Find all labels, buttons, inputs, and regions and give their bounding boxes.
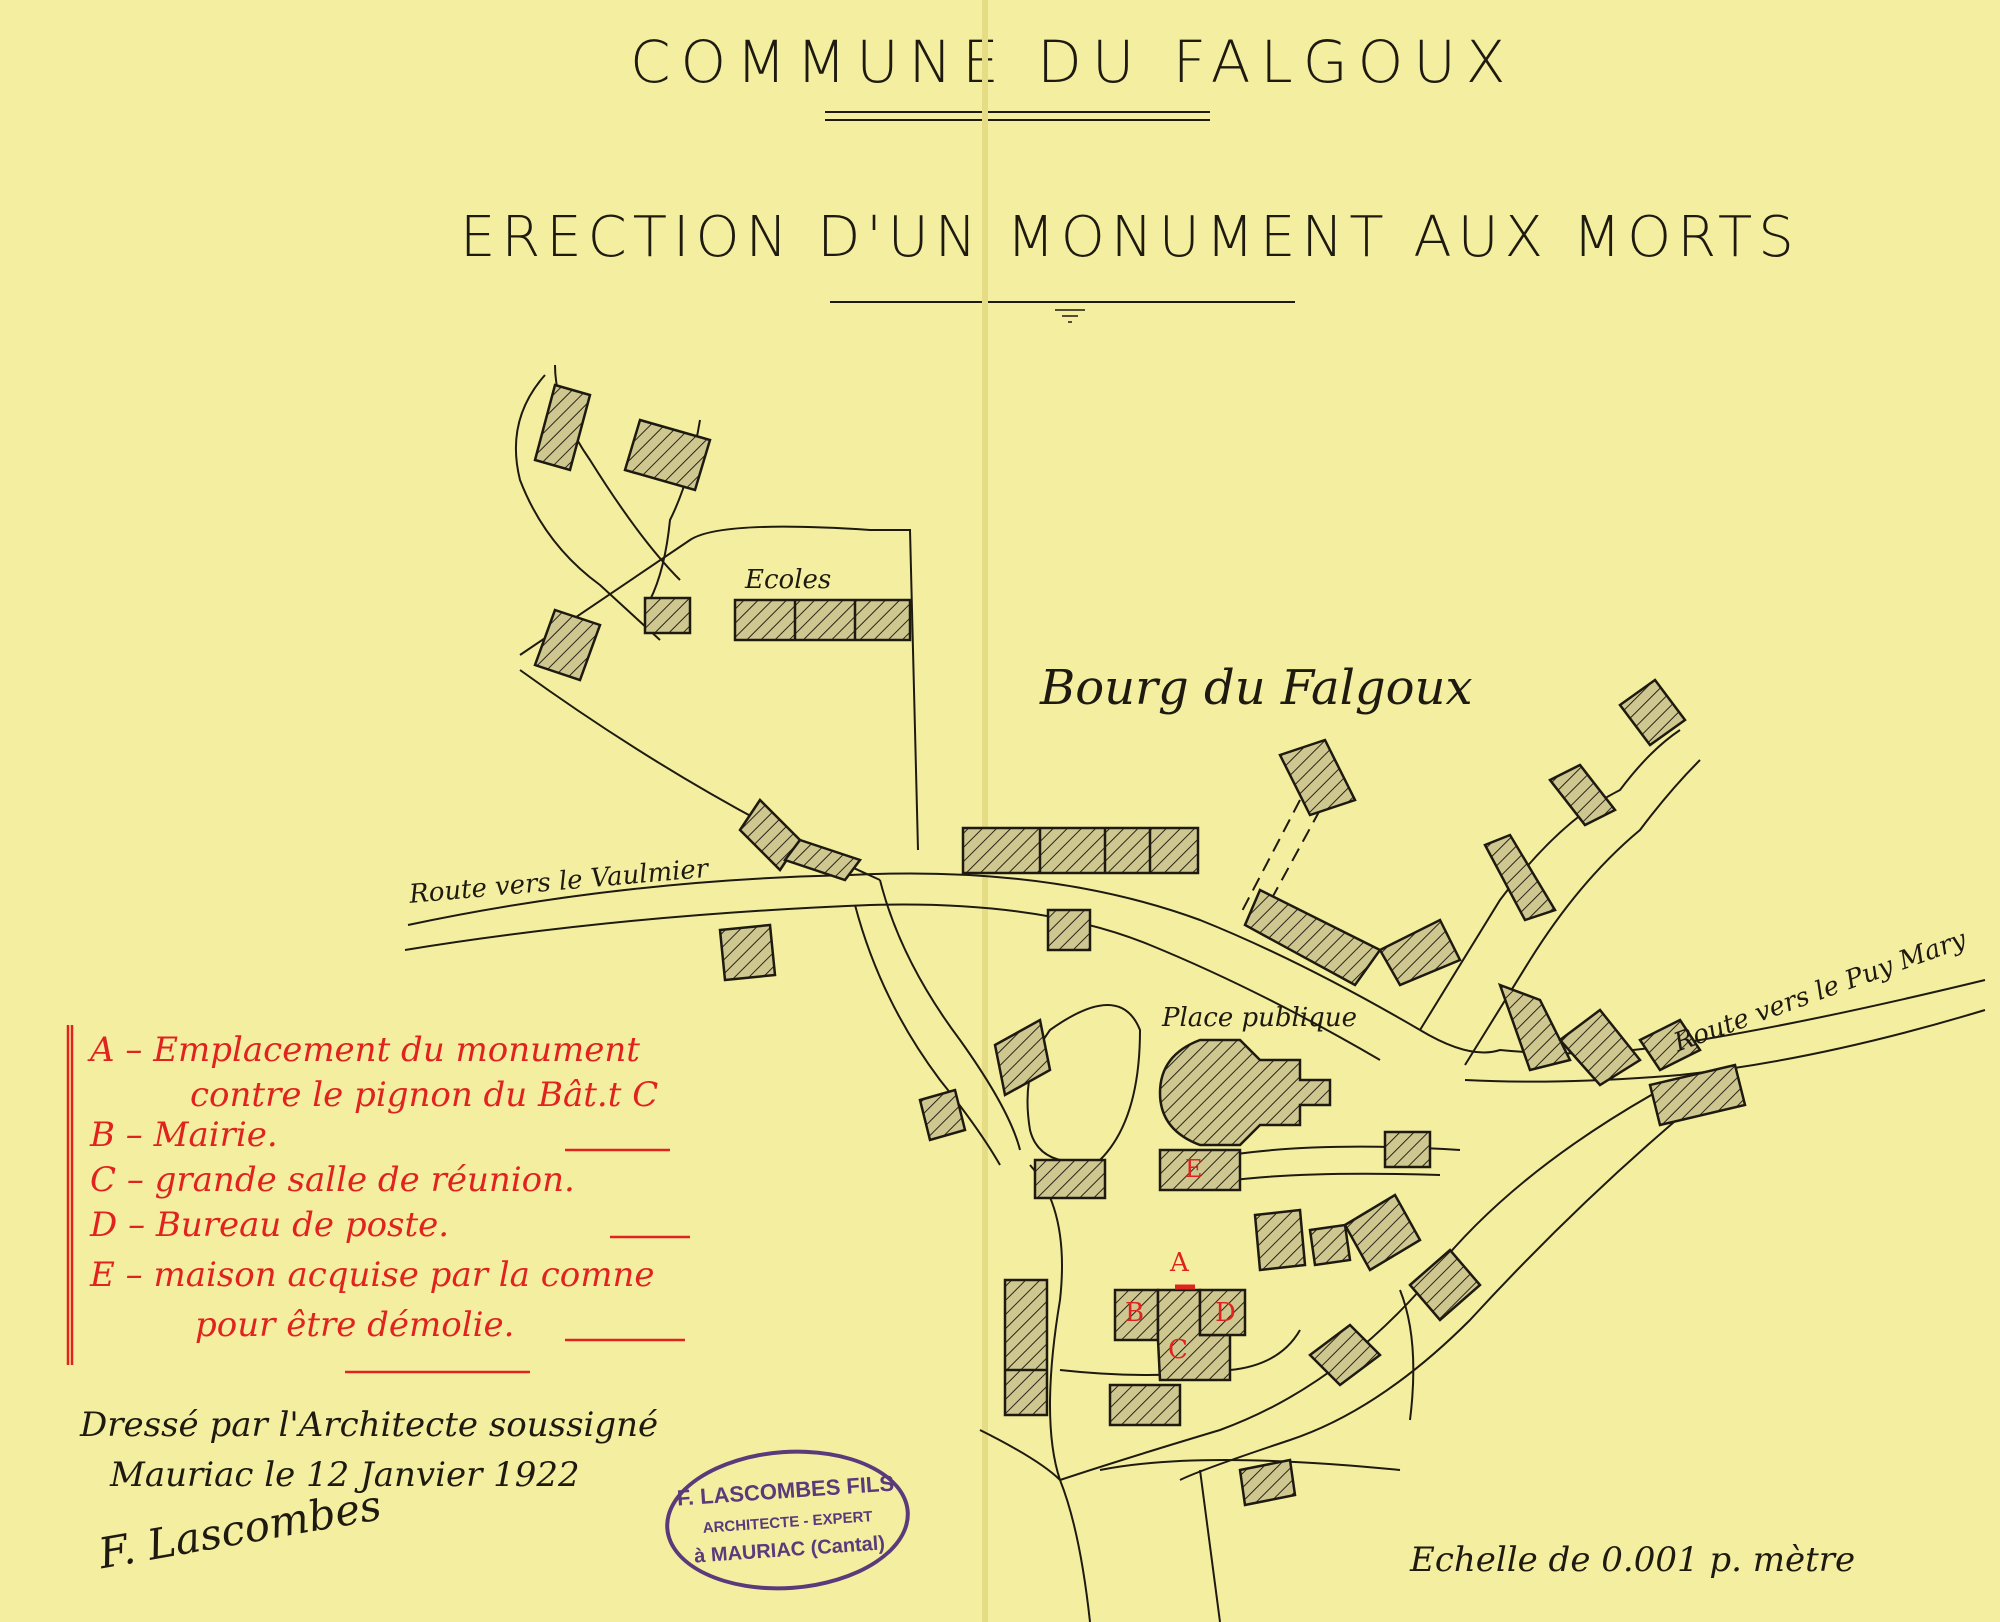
label-place-publique: Place publique bbox=[1162, 1003, 1357, 1033]
building-d bbox=[1198, 1288, 1247, 1337]
legend-key: E bbox=[90, 1255, 115, 1295]
label-building-d: D bbox=[1215, 1298, 1236, 1328]
legend-text: Bureau de poste. bbox=[155, 1205, 450, 1245]
legend-text: contre le pignon du Bât.t C bbox=[190, 1075, 659, 1115]
legend-text: Mairie. bbox=[153, 1115, 278, 1155]
drafted-by-line: Dressé par l'Architecte soussigné bbox=[80, 1405, 659, 1445]
legend-key: D bbox=[90, 1205, 118, 1245]
buildings bbox=[533, 383, 1747, 1507]
building-church bbox=[1158, 1038, 1332, 1147]
label-building-a: A bbox=[1170, 1248, 1189, 1278]
map-subtitle: ERECTION D'UN MONUMENT AUX MORTS bbox=[460, 205, 1800, 270]
legend-item: A – Emplacement du monument bbox=[90, 1030, 640, 1070]
legend-text: Emplacement du monument bbox=[153, 1030, 640, 1070]
legend-item: B – Mairie. bbox=[90, 1115, 278, 1155]
label-building-e: E bbox=[1185, 1155, 1203, 1183]
label-building-b: B bbox=[1125, 1298, 1145, 1328]
stamp-name: F. LASCOMBES FILS bbox=[676, 1470, 895, 1511]
label-building-c: C bbox=[1168, 1335, 1188, 1365]
legend-text: maison acquise par la comne bbox=[153, 1255, 655, 1295]
legend-item: E – maison acquise par la comne bbox=[90, 1255, 655, 1295]
legend-text: grande salle de réunion. bbox=[154, 1160, 575, 1200]
road-network bbox=[404, 364, 1986, 1622]
title-underlines bbox=[825, 111, 1295, 323]
map-title: COMMUNE DU FALGOUX bbox=[630, 28, 1516, 96]
legend-key: A bbox=[90, 1030, 115, 1070]
legend-frame bbox=[66, 1025, 690, 1374]
label-ecoles: Ecoles bbox=[745, 565, 832, 595]
date-line: Mauriac le 12 Janvier 1922 bbox=[110, 1455, 580, 1495]
legend-item: contre le pignon du Bât.t C bbox=[190, 1075, 658, 1115]
legend-item: C – grande salle de réunion. bbox=[90, 1160, 575, 1200]
scale-label: Echelle de 0.001 p. mètre bbox=[1410, 1540, 1856, 1580]
legend-item: D – Bureau de poste. bbox=[90, 1205, 450, 1245]
legend-text: pour être démolie. bbox=[195, 1305, 515, 1345]
legend-key: C bbox=[90, 1160, 117, 1200]
label-bourg: Bourg du Falgoux bbox=[1040, 660, 1473, 716]
legend-key: B bbox=[90, 1115, 115, 1155]
building-ecoles bbox=[733, 598, 912, 642]
building-e bbox=[1158, 1148, 1242, 1192]
legend-item: pour être démolie. bbox=[195, 1305, 514, 1345]
building-row-road bbox=[961, 826, 1200, 875]
